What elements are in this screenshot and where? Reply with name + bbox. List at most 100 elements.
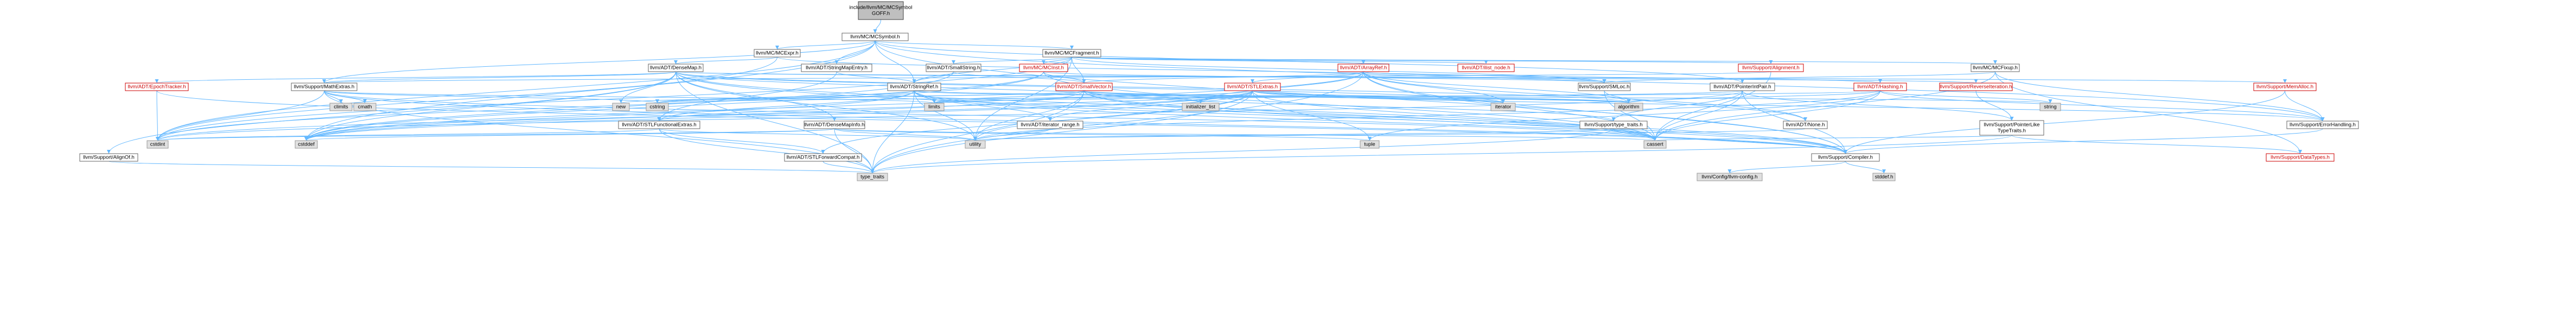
node-compiler[interactable]: llvm/Support/Compiler.h: [1811, 153, 1880, 162]
node-mcexpr[interactable]: llvm/MC/MCExpr.h: [754, 49, 801, 58]
node-stddef[interactable]: stddef.h: [1872, 173, 1896, 181]
node-stringref[interactable]: llvm/ADT/StringRef.h: [887, 83, 941, 91]
node-memalloc[interactable]: llvm/Support/MemAlloc.h: [2253, 83, 2317, 91]
edge-densemap-to-mathextras: [322, 71, 676, 84]
edge-epochtracker-to-cstdint: [155, 90, 160, 141]
node-alignof[interactable]: llvm/Support/AlignOf.h: [79, 153, 138, 162]
node-box: [1738, 64, 1804, 72]
node-label: llvm/Support/PointerLike: [1984, 122, 2040, 128]
node-epochtracker[interactable]: llvm/ADT/EpochTracker.h: [125, 83, 189, 91]
node-cstring[interactable]: cstring: [646, 103, 669, 111]
node-box: [291, 83, 358, 91]
node-algorithm[interactable]: algorithm: [1614, 103, 1643, 111]
node-datatypes[interactable]: llvm/Support/DataTypes.h: [2266, 153, 2335, 162]
node-iteratorrange[interactable]: llvm/ADT/iterator_range.h: [1017, 121, 1083, 129]
node-alignment[interactable]: llvm/Support/Alignment.h: [1738, 64, 1804, 72]
edge-hashing-to-cstring: [656, 90, 1880, 104]
node-pointerintpair[interactable]: llvm/ADT/PointerIntPair.h: [1710, 83, 1775, 91]
edge-arrayref-to-stlextras: [1251, 71, 1364, 84]
node-densemap[interactable]: llvm/ADT/DenseMap.h: [648, 64, 704, 72]
node-box: [754, 49, 801, 58]
node-initializer_list[interactable]: initializer_list: [1182, 103, 1220, 111]
node-box: [146, 140, 169, 149]
node-stlforwardcompat[interactable]: llvm/ADT/STLForwardCompat.h: [784, 153, 862, 162]
edge-stlfunctionalextras-to-utility: [659, 128, 977, 141]
edge-densemapinfo-to-cstdint: [156, 128, 835, 141]
node-cmath[interactable]: cmath: [353, 103, 377, 111]
edge-mcfragment-to-alignment: [1072, 56, 1772, 65]
node-iterator[interactable]: iterator: [1490, 103, 1516, 111]
node-stlextras[interactable]: llvm/ADT/STLExtras.h: [1224, 83, 1281, 91]
node-stlfunctionalextras[interactable]: llvm/ADT/STLFunctionalExtras.h: [618, 121, 700, 129]
node-ilistnode[interactable]: llvm/ADT/ilist_node.h: [1457, 64, 1515, 72]
node-box: [329, 103, 353, 111]
node-mcsymbol[interactable]: llvm/MC/MCSymbol.h: [841, 33, 909, 41]
node-cstdint[interactable]: cstdint: [146, 140, 169, 149]
node-stringmapentry[interactable]: llvm/ADT/StringMapEntry.h: [801, 64, 872, 72]
node-smallvector[interactable]: llvm/ADT/SmallVector.h: [1055, 83, 1113, 91]
node-label: cstddef: [298, 142, 315, 148]
node-label: llvm/ADT/SmallString.h: [927, 65, 980, 71]
edge-smallvector-to-initializer_list: [1083, 90, 1203, 104]
edge-pointerliketypetraits-to-type_traits: [870, 135, 2012, 174]
node-mcfixup[interactable]: llvm/MC/MCFixup.h: [1971, 64, 2020, 72]
edge-stringref-to-cstddef: [304, 90, 915, 141]
edge-compiler-to-llvmconfig: [1727, 161, 1846, 174]
node-label: cassert: [1647, 142, 1663, 148]
node-label: initializer_list: [1186, 104, 1215, 110]
node-label: llvm/ADT/ArrayRef.h: [1340, 65, 1387, 71]
node-cassert[interactable]: cassert: [1643, 140, 1667, 149]
node-densemapinfo[interactable]: llvm/ADT/DenseMapInfo.h: [804, 121, 865, 129]
edge-hashing-to-algorithm: [1627, 90, 1880, 104]
edge-hashing-to-string: [1880, 90, 2052, 104]
edge-smallstring-to-stringref: [912, 71, 954, 84]
edge-mathextras-to-compiler: [324, 90, 1847, 154]
edge-smallvector-to-cassert: [1083, 90, 1657, 141]
node-label: llvm/ADT/STLForwardCompat.h: [787, 155, 860, 161]
edge-mcsymbol-to-mcfragment: [875, 40, 1074, 50]
edge-arrayref-to-none: [1363, 71, 1807, 122]
node-reverseiteration[interactable]: llvm/Support/ReverseIteration.h: [1939, 83, 2013, 91]
node-typetraits[interactable]: llvm/Support/type_traits.h: [1579, 121, 1648, 129]
edge-memalloc-to-errorhandling: [2285, 90, 2325, 122]
node-smloc[interactable]: llvm/Support/SMLoc.h: [1578, 83, 1631, 91]
edge-smloc-to-none: [1604, 90, 1807, 122]
node-arrayref[interactable]: llvm/ADT/ArrayRef.h: [1337, 64, 1389, 72]
node-limits[interactable]: limits: [924, 103, 945, 111]
node-label: tuple: [1364, 142, 1375, 148]
node-box: [1360, 140, 1380, 149]
edge-mathextras-to-limits: [324, 90, 936, 104]
node-type_traits[interactable]: type_traits: [857, 173, 888, 181]
node-label: llvm/Support/MemAlloc.h: [2256, 84, 2313, 90]
edge-mathextras-to-cstdint: [156, 90, 324, 141]
edge-arrayref-to-smallvector: [1082, 71, 1364, 84]
edge-densemap-to-algorithm: [675, 71, 1631, 104]
node-mcfragment[interactable]: llvm/MC/MCFragment.h: [1042, 49, 1101, 58]
node-hashing[interactable]: llvm/ADT/Hashing.h: [1853, 83, 1907, 91]
node-label: llvm/Support/type_traits.h: [1584, 122, 1642, 128]
node-label: TypeTraits.h: [1998, 128, 2026, 134]
node-mcinst[interactable]: llvm/MC/MCInst.h: [1019, 64, 1068, 72]
edge-pointerintpair-to-pointerliketypetraits: [1742, 90, 2014, 121]
node-llvmconfig[interactable]: llvm/Config/llvm-config.h: [1697, 173, 1763, 181]
node-climits[interactable]: climits: [329, 103, 353, 111]
node-box: [1017, 121, 1083, 129]
edge-stlextras-to-cassert: [1252, 90, 1657, 141]
node-smallstring[interactable]: llvm/ADT/SmallString.h: [926, 64, 981, 72]
node-string[interactable]: string: [2039, 103, 2061, 111]
node-box: [1490, 103, 1516, 111]
node-label: cmath: [358, 104, 372, 110]
node-none[interactable]: llvm/ADT/None.h: [1783, 121, 1828, 129]
node-mathextras[interactable]: llvm/Support/MathExtras.h: [291, 83, 358, 91]
edge-pointerintpair-to-cstdint: [156, 90, 1743, 141]
node-errorhandling[interactable]: llvm/Support/ErrorHandling.h: [2286, 121, 2359, 129]
node-box: [648, 64, 704, 72]
node-cstddef[interactable]: cstddef: [295, 140, 318, 149]
node-utility[interactable]: utility: [965, 140, 986, 149]
node-tuple[interactable]: tuple: [1360, 140, 1380, 149]
node-label: include/llvm/MC/MCSymbol: [849, 5, 912, 11]
node-new[interactable]: new: [612, 103, 630, 111]
